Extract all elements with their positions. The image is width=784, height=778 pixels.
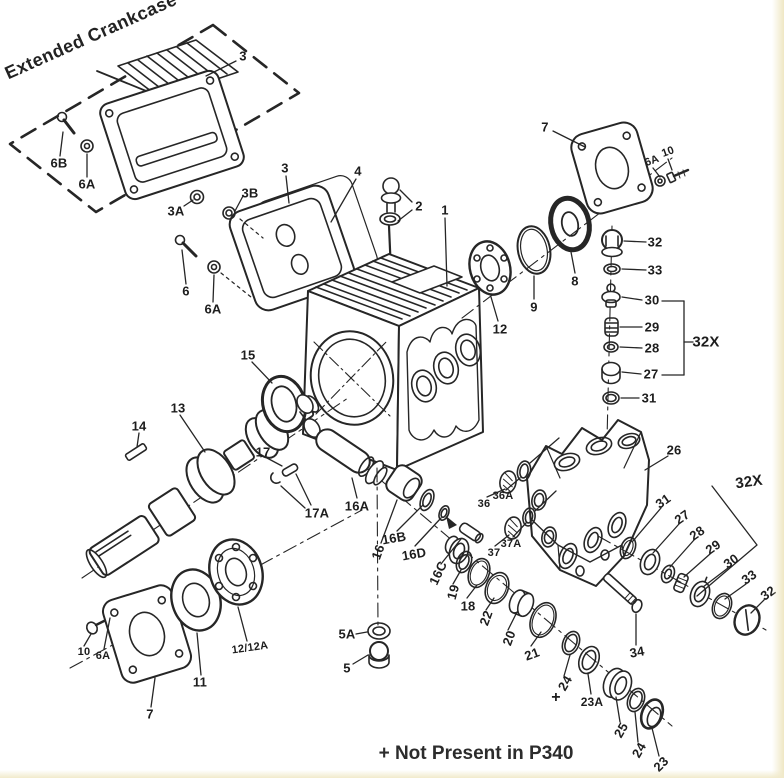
leader-lines	[59, 60, 765, 757]
cover-plate-part	[174, 175, 378, 312]
part-label-33: 33	[738, 566, 760, 588]
part-label-29: 29	[702, 536, 724, 558]
part-label-37a: 37A	[500, 538, 522, 550]
part-label-23a: 23A	[580, 695, 604, 709]
part-label-18: 18	[460, 598, 476, 614]
part-label-8: 8	[571, 273, 579, 289]
part-label-10: 10	[77, 646, 91, 658]
part-label-6b: 6B	[50, 155, 68, 171]
part-label-32: 32	[647, 234, 663, 250]
part-label-20: 20	[499, 628, 519, 648]
part-label-11: 11	[192, 674, 208, 690]
part-label-17: 17	[255, 444, 271, 460]
lower-valve-stack	[597, 535, 767, 636]
part-label-24: 24	[628, 739, 650, 761]
part-label-36: 36	[477, 498, 491, 510]
part-label-16a: 16A	[344, 498, 370, 514]
part-label-7: 7	[541, 119, 549, 135]
part-label-2: 2	[415, 198, 423, 214]
part-label-33: 33	[647, 262, 663, 278]
scan-edge-right	[772, 0, 784, 778]
part-label-6a: 6A	[78, 176, 96, 192]
bottom-left-group	[69, 509, 363, 684]
part-label-27: 27	[643, 366, 659, 382]
part-label-28: 28	[644, 340, 660, 356]
part-label-31: 31	[652, 490, 674, 512]
part-label-15: 15	[240, 347, 256, 363]
part-label-16c: 16C	[426, 558, 450, 588]
part-label-32x: 32X	[734, 471, 764, 493]
part-label-29: 29	[644, 319, 660, 335]
part-label-19: 19	[443, 582, 463, 602]
part-label-16b: 16B	[380, 528, 408, 548]
part-label--: +	[551, 689, 561, 706]
part-label-36a: 36A	[492, 490, 514, 502]
part-label-4: 4	[354, 163, 362, 179]
part-label-16d: 16D	[400, 544, 428, 564]
part-label-6a: 6A	[204, 301, 222, 317]
part-label-7: 7	[146, 706, 154, 722]
part-label-30: 30	[644, 292, 660, 308]
part-label-3b: 3B	[241, 185, 259, 201]
part-label-14: 14	[131, 418, 147, 434]
part-label-6: 6	[182, 283, 190, 299]
part-label-31: 31	[641, 390, 657, 406]
bearing-rod-group	[260, 374, 321, 484]
part-label-1: 1	[441, 202, 449, 218]
part-label-5a: 5A	[338, 626, 356, 642]
footnote-text: + Not Present in P340	[378, 743, 574, 764]
part-label-30: 30	[720, 550, 742, 572]
part-label-6a: 6A	[643, 152, 661, 170]
part-label-12-12a: 12/12A	[231, 639, 269, 657]
part-label-10: 10	[660, 144, 676, 160]
part-label-32x: 32X	[692, 333, 720, 351]
part-label-5: 5	[343, 660, 351, 676]
part-label-6a: 6A	[95, 650, 111, 662]
part-label-13: 13	[170, 400, 186, 416]
upper-valve-stack	[601, 225, 623, 441]
part-label-21: 21	[522, 644, 542, 664]
scan-edge-bottom	[0, 770, 784, 778]
part-label-3: 3	[281, 160, 289, 176]
part-label-3: 3	[239, 48, 247, 64]
part-label-27: 27	[671, 506, 693, 528]
part-label-26: 26	[666, 442, 682, 458]
part-label-17a: 17A	[304, 505, 330, 521]
part-label-28: 28	[686, 522, 708, 544]
drive-end-stack	[461, 121, 690, 319]
part-label-37: 37	[487, 547, 501, 559]
part-label-12: 12	[492, 321, 508, 337]
part-label-22: 22	[476, 608, 496, 628]
oil-drain-group	[367, 467, 391, 669]
part-label-34: 34	[628, 643, 646, 661]
pump-body-part	[302, 253, 484, 471]
extended-crankcase-part	[56, 39, 245, 201]
part-label-3a: 3A	[167, 203, 185, 219]
part-label-25: 25	[610, 719, 632, 741]
part-label-9: 9	[530, 299, 538, 315]
